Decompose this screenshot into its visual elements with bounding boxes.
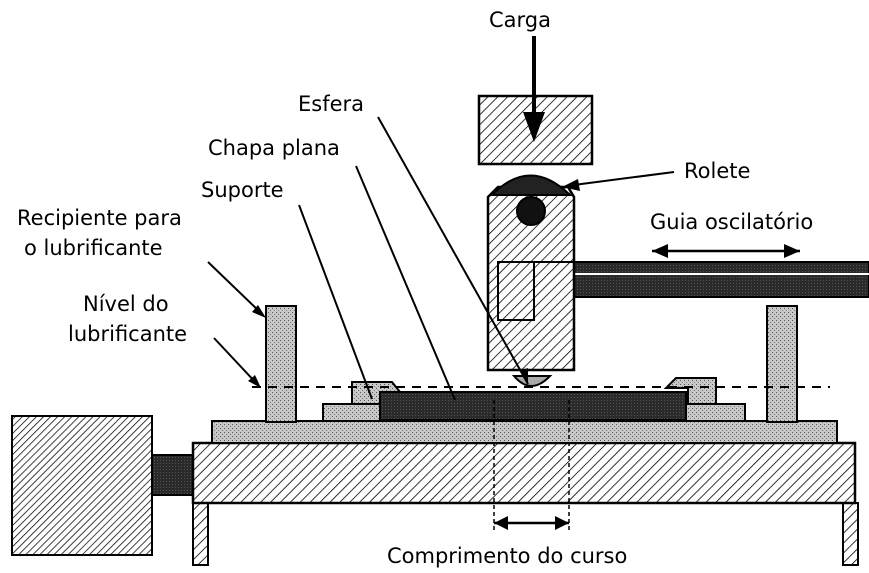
container-wall-left	[265, 305, 297, 423]
container-floor	[211, 420, 838, 444]
base-leg-left	[192, 502, 209, 566]
label-nivel-line2: lubrificante	[68, 322, 187, 346]
label-nivel-line1: Nível do	[83, 292, 169, 316]
clamp-right	[663, 377, 717, 405]
leader-recipiente	[207, 261, 263, 315]
oscillating-base	[191, 441, 857, 505]
label-chapa-plana: Chapa plana	[208, 136, 340, 160]
label-recipiente-line2: o lubrificante	[24, 236, 163, 260]
leader-suporte	[298, 204, 373, 400]
roller-pin	[516, 196, 546, 226]
base-leg-right	[842, 502, 859, 566]
label-rolete: Rolete	[684, 159, 750, 183]
motor-block	[11, 415, 153, 556]
label-carga: Carga	[489, 8, 551, 32]
roller-dome	[489, 174, 573, 196]
label-comprimento-curso: Comprimento do curso	[387, 544, 627, 568]
container-wall-right	[766, 305, 798, 423]
label-recipiente-line1: Recipiente para	[17, 206, 182, 230]
leader-esfera	[377, 116, 529, 385]
label-esfera: Esfera	[298, 92, 364, 116]
flat-plate	[379, 391, 687, 421]
oscillating-guide-rod	[571, 261, 869, 298]
leader-nivel	[213, 337, 259, 386]
motor-shaft	[151, 454, 195, 496]
leader-rolete	[565, 171, 675, 187]
label-guia-oscilatorio: Guia oscilatório	[650, 210, 813, 234]
leader-chapa	[355, 165, 456, 401]
label-suporte: Suporte	[201, 178, 284, 202]
holder-slot	[497, 261, 535, 321]
ball	[511, 375, 553, 387]
